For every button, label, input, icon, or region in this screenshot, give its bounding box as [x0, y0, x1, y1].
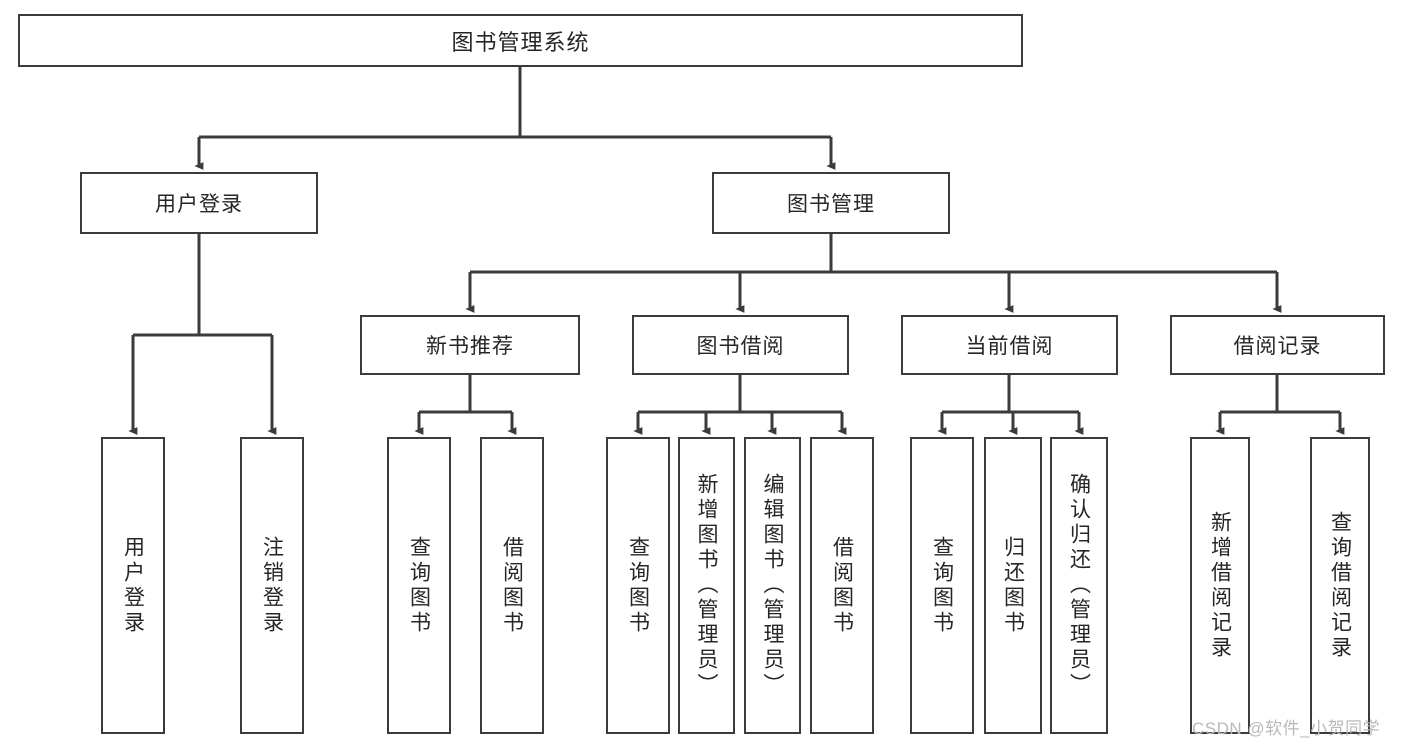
- node-current-borrowing[interactable]: 当前借阅: [901, 315, 1118, 375]
- node-book-management[interactable]: 图书管理: [712, 172, 950, 234]
- leaf-query-book-newbook[interactable]: 查询图书: [387, 437, 451, 734]
- leaf-query-book-current[interactable]: 查询图书: [910, 437, 974, 734]
- node-root-book-management-system[interactable]: 图书管理系统: [18, 14, 1023, 67]
- leaf-borrow-book-newbook[interactable]: 借阅图书: [480, 437, 544, 734]
- leaf-query-book-borrow[interactable]: 查询图书: [606, 437, 670, 734]
- node-new-book-recommendation[interactable]: 新书推荐: [360, 315, 580, 375]
- leaf-return-book[interactable]: 归还图书: [984, 437, 1042, 734]
- node-borrow-records[interactable]: 借阅记录: [1170, 315, 1385, 375]
- leaf-logout[interactable]: 注销登录: [240, 437, 304, 734]
- leaf-user-login[interactable]: 用户登录: [101, 437, 165, 734]
- leaf-confirm-return-admin[interactable]: 确认归还（管理员）: [1050, 437, 1108, 734]
- leaf-query-borrow-record[interactable]: 查询借阅记录: [1310, 437, 1370, 734]
- leaf-add-borrow-record[interactable]: 新增借阅记录: [1190, 437, 1250, 734]
- leaf-edit-book-admin[interactable]: 编辑图书（管理员）: [744, 437, 801, 734]
- leaf-borrow-book[interactable]: 借阅图书: [810, 437, 874, 734]
- node-book-borrowing[interactable]: 图书借阅: [632, 315, 849, 375]
- node-user-login[interactable]: 用户登录: [80, 172, 318, 234]
- leaf-add-book-admin[interactable]: 新增图书（管理员）: [678, 437, 735, 734]
- csdn-watermark: CSDN @软件_小贺同学: [1192, 719, 1381, 738]
